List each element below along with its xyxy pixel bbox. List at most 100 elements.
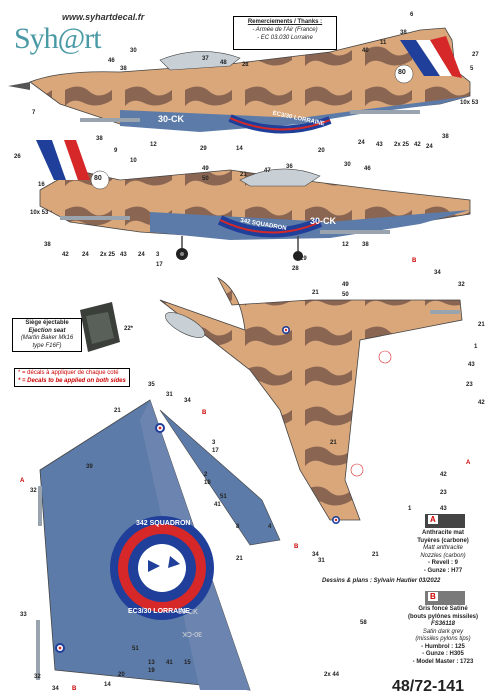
callout-top-20: 42 — [414, 142, 421, 148]
callout-tan-3: 49 — [342, 282, 349, 288]
code-bottom-2: 30-CK — [182, 630, 202, 637]
callout-top-11: 21 — [242, 62, 249, 68]
callout-tan-11: 21 — [330, 440, 337, 446]
callout-mid-3: 16 — [38, 182, 45, 188]
callout-tan-4: 50 — [342, 292, 349, 298]
callout-blue-18: 31 — [318, 558, 325, 564]
seat-caption: Siège éjectable Ejection seat (Martin Ba… — [12, 318, 82, 352]
callout-blue-19: 21 — [236, 556, 243, 562]
paint-a-gunze: - Gunze : H77 — [423, 567, 463, 574]
callout-blue-31: 58 — [360, 620, 367, 626]
side-view-lower — [36, 140, 471, 261]
callout-mid-5: 50 — [202, 176, 209, 182]
callout-blue-16: B — [294, 544, 299, 550]
callout-blue-11: 41 — [214, 502, 221, 508]
thanks-title: Remerciements / Thanks : — [247, 19, 323, 25]
squadron-text-bottom: 342 SQUADRON — [136, 520, 191, 527]
callout-top-8: 38 — [120, 66, 127, 72]
callout-top-16: 20 — [318, 148, 325, 154]
site-url: www.syhartdecal.fr — [62, 12, 145, 22]
note-en: * = Decals to be applied on both sides — [18, 377, 126, 384]
paint-a-en: Matt anthracite — [423, 545, 463, 551]
seat-title: Siège éjectable — [25, 320, 69, 326]
callout-tan-14: 23 — [440, 490, 447, 496]
tail-badge-upper: 80 — [398, 69, 406, 76]
paint-b-humbrol: - Humbrol : 125 — [421, 643, 465, 650]
callout-blue-4: 21 — [114, 408, 121, 414]
code-lower: 30-CK — [310, 216, 337, 226]
callout-blue-10: 51 — [220, 494, 227, 500]
callout-blue-27: 19 — [148, 668, 155, 674]
callout-top-22: 38 — [442, 134, 449, 140]
paint-b-gunze: - Gunze : H305 — [422, 651, 464, 657]
thanks-line-1: - Armée de l'Air (France) — [252, 26, 318, 33]
logo: Syh@rt — [14, 22, 102, 55]
paint-a-revell: - Revell : 9 — [427, 560, 458, 566]
callout-top-4: 27 — [472, 52, 479, 58]
callout-top-7: 46 — [108, 58, 115, 64]
callout-tan-7: 1 — [474, 344, 478, 350]
callout-top-1: 38 — [400, 30, 407, 36]
callout-mid-21: 29 — [300, 256, 307, 262]
callout-blue-5: 3 — [212, 440, 216, 446]
sheet-ref: 48/72-141 — [392, 678, 465, 695]
seat-line-1: (Martin Baker Mk16 — [20, 335, 74, 341]
callout-tan-8: 43 — [468, 362, 475, 368]
callout-mid-12: 38 — [44, 242, 51, 248]
callout-blue-21: 32 — [34, 674, 41, 680]
callout-tan-1: 34 — [434, 270, 441, 276]
callout-top-15: 14 — [236, 146, 243, 152]
planform-bottom — [36, 399, 281, 691]
tail-badge-lower: 80 — [94, 175, 102, 182]
paint-b-fr2: (bouts pylônes missiles) — [407, 613, 479, 620]
callout-mid-18: 3 — [156, 252, 160, 258]
callout-mid-9: 30 — [344, 162, 351, 168]
callout-top-0: 6 — [410, 12, 414, 18]
callout-blue-17: 34 — [312, 552, 319, 558]
callout-mid-10: 46 — [364, 166, 371, 172]
callout-mid-13: 42 — [62, 252, 69, 258]
callout-blue-13: 4 — [268, 524, 272, 530]
callout-tan-12: A — [466, 460, 471, 466]
callout-tan-5: 21 — [312, 290, 319, 296]
callout-blue-12: 8 — [236, 524, 240, 530]
callout-top-21: 24 — [426, 144, 433, 150]
callout-mid-1: 9 — [114, 148, 118, 154]
callout-tan-15: 43 — [440, 506, 447, 512]
callout-blue-2: 34 — [184, 398, 191, 404]
callout-blue-7: 39 — [86, 464, 93, 470]
paint-b-en2: (missiles pylons tips) — [415, 636, 471, 642]
credits: Dessins & plans : Sylvain Hautier 03/202… — [322, 578, 441, 584]
ejection-seat-image — [80, 302, 120, 352]
callout-mid-15: 2x 25 — [100, 252, 116, 258]
callout-top-12: 7 — [32, 110, 36, 116]
callout-mid-8: 36 — [286, 164, 293, 170]
callout-top-6: 30 — [130, 48, 137, 54]
thanks-line-2: - EC 03.030 Lorraine — [257, 34, 313, 41]
paint-b-fr: Gris foncé Satiné — [418, 606, 468, 612]
callout-top-19: 2x 25 — [394, 142, 410, 148]
callout-blue-26: 13 — [148, 660, 155, 666]
callout-blue-24: 14 — [104, 682, 111, 688]
code-upper: 30-CK — [158, 114, 185, 124]
paint-a-fr2: Tuyères (carbone) — [417, 537, 469, 544]
planform-top — [159, 277, 463, 524]
callout-top-13: 12 — [150, 142, 157, 148]
callout-mid-16: 43 — [120, 252, 127, 258]
callout-tan-13: 42 — [440, 472, 447, 478]
callout-top-18: 43 — [376, 142, 383, 148]
callout-blue-8: 2 — [204, 472, 208, 478]
callout-blue-9: 18 — [204, 480, 211, 486]
callout-top-17: 24 — [358, 140, 365, 146]
callout-blue-30: 51 — [132, 646, 139, 652]
paint-a-en2: Nozzles (carbon) — [420, 552, 466, 559]
paint-b-fs: FS36118 — [431, 621, 455, 627]
callout-top-2: 11 — [380, 40, 387, 46]
callout-mid-0: 38 — [96, 136, 103, 142]
side-view-upper — [8, 27, 471, 134]
callout-mid-19: 17 — [156, 262, 163, 268]
callout-blue-14: A — [20, 478, 25, 484]
callout-tan-0: B — [412, 258, 417, 264]
note-fr: * = décals à appliquer de chaque coté — [18, 370, 119, 376]
callout-top-14: 29 — [200, 146, 207, 152]
